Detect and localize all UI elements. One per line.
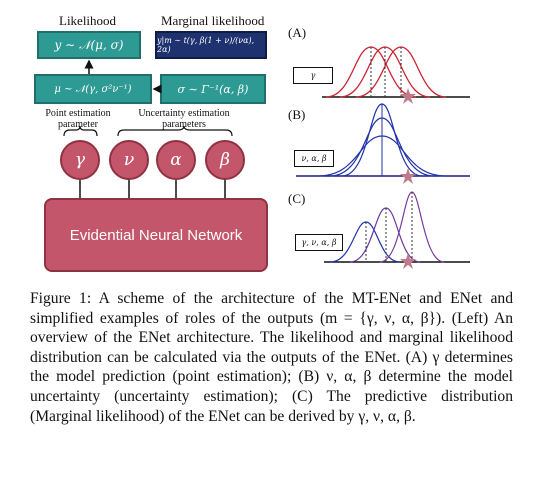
right-curves: [296, 46, 470, 269]
panel-a-star: [400, 88, 416, 104]
mu-box: μ ∼ 𝒩(γ, σ²ν⁻¹): [34, 74, 152, 104]
figure-caption: Figure 1: A scheme of the architecture o…: [30, 290, 513, 425]
point-estimation-label: Point estimation parameter: [45, 108, 111, 130]
output-nu: ν: [109, 140, 149, 180]
panel-a-input-box: γ: [293, 67, 333, 84]
uncertainty-estimation-label: Uncertainty estimation parameters: [138, 108, 230, 130]
panel-a-plot: [322, 46, 470, 104]
network-label: Evidential Neural Network: [69, 226, 243, 244]
panel-a-tag: (A): [288, 25, 307, 40]
sigma-box: σ ∼ Γ⁻¹(α, β): [160, 74, 266, 104]
marginal-likelihood-label: Marginal likelihood: [161, 13, 265, 28]
panel-b-plot: [296, 103, 470, 184]
mu-formula: μ ∼ 𝒩(γ, σ²ν⁻¹): [54, 83, 132, 95]
panel-b-tag: (B): [288, 107, 306, 122]
panel-b-star: [400, 168, 416, 184]
marginal-formula: y|m ∼ t(γ, β(1 + ν)/(να), 2α): [157, 36, 255, 54]
panel-c-plot: [324, 191, 470, 269]
left-connectors: [63, 59, 233, 198]
likelihood-box: y ∼ 𝒩(μ, σ): [37, 31, 141, 59]
output-alpha: α: [156, 140, 196, 180]
output-gamma: γ: [60, 140, 100, 180]
panel-b-input-box: ν, α, β: [294, 150, 334, 167]
output-beta: β: [205, 140, 245, 180]
brace-point: [63, 125, 98, 137]
likelihood-formula: y ∼ 𝒩(μ, σ): [54, 37, 124, 52]
marginal-likelihood-box: y|m ∼ t(γ, β(1 + ν)/(να), 2α): [155, 31, 267, 59]
panel-c-input-box: γ, ν, α, β: [295, 234, 343, 251]
sigma-formula: σ ∼ Γ⁻¹(α, β): [177, 82, 249, 96]
evidential-neural-network-box: Evidential Neural Network: [44, 198, 268, 272]
panel-c-tag: (C): [288, 191, 306, 206]
likelihood-label: Likelihood: [59, 13, 117, 28]
panel-c-star: [400, 253, 416, 269]
brace-uncertainty: [117, 125, 233, 137]
